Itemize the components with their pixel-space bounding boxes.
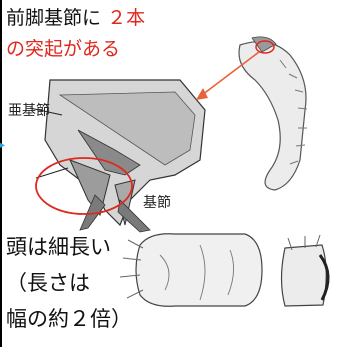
pointer-arrow-head: [196, 88, 208, 100]
head-desc-line-1: 頭は細長い: [6, 232, 111, 262]
subcoxa-label: 亜基節: [8, 100, 50, 120]
head-front-illustration: [120, 234, 262, 307]
head-desc-line-2: （長さは: [6, 268, 90, 298]
head-side-illustration: [282, 235, 329, 306]
head-desc-line-3: 幅の約２倍）: [6, 304, 132, 334]
frame-marker-icon: ▸: [0, 140, 9, 152]
coxa-illustration: [30, 80, 205, 232]
coxa-label: 基節: [143, 192, 171, 212]
